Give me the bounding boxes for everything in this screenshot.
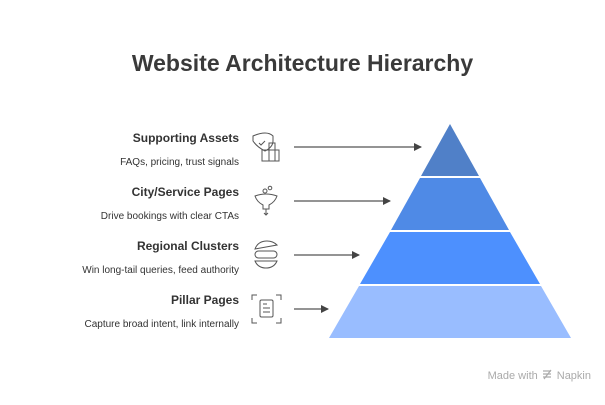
level-label-pillar-pages: Pillar Pages Capture broad intent, link … [84,293,239,330]
level-label-city-service-pages: City/Service Pages Drive bookings with c… [101,185,239,222]
page-title: Website Architecture Hierarchy [131,50,474,76]
footer-watermark: Made with Napkin [488,369,591,383]
level-title: Supporting Assets [132,131,239,145]
level-title: Regional Clusters [136,239,239,253]
level-title: Pillar Pages [170,293,239,307]
napkin-brand: Napkin [556,370,591,382]
level-title: City/Service Pages [131,185,239,199]
napkin-logo-icon [542,369,553,383]
shield-building-icon [252,132,280,162]
document-icon [251,294,282,324]
pyramid-layer-pillar-pages [329,286,571,338]
funnel-icon [254,185,278,216]
level-description: Win long-tail queries, feed authority [82,265,239,276]
made-with-text: Made with [487,370,538,382]
level-description: Drive bookings with clear CTAs [100,211,239,222]
level-description: FAQs, pricing, trust signals [120,157,239,168]
pyramid-layer-supporting-assets [421,124,479,176]
level-description: Capture broad intent, link internally [84,319,239,330]
level-label-regional-clusters: Regional Clusters Win long-tail queries,… [82,239,239,276]
layers-icon [254,240,279,269]
level-label-supporting-assets: Supporting Assets FAQs, pricing, trust s… [120,131,239,168]
pyramid-layer-city-service-pages [391,178,509,230]
pyramid-layer-regional-clusters [360,232,540,284]
